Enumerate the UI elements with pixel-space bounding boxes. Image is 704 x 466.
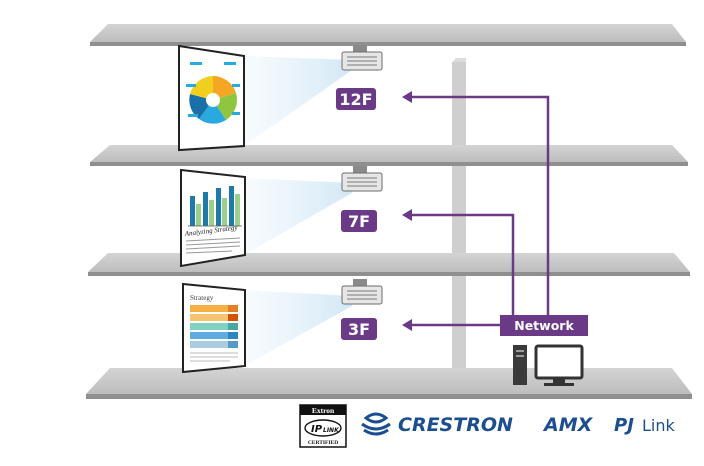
arrowheads [402, 91, 412, 331]
projection-screen: Analyzing Strategy [180, 168, 246, 268]
network-lines [408, 95, 550, 327]
floor-3f: Strategy 3F [182, 279, 383, 374]
floor-badge-3f: 3F [341, 318, 377, 340]
pjlink-link-label: Link [642, 416, 676, 435]
divider-wall [452, 58, 466, 392]
extron-certified-label: CERTIFIED [308, 440, 338, 446]
floor-label-12f: 12F [339, 90, 372, 109]
floor-label-7f: 7F [348, 212, 370, 231]
extron-link-label: LINK [323, 427, 340, 434]
floor-badge-12f: 12F [336, 88, 376, 110]
pjlink-pj-label: PJ [614, 415, 634, 436]
stacked-infographic [190, 305, 238, 362]
arrow-icon [402, 209, 412, 221]
extron-iplink-logo: Extron IP LINK CERTIFIED [299, 404, 347, 448]
projection-screen [178, 44, 245, 152]
extron-label: Extron [312, 406, 335, 415]
network-badge: Network [500, 315, 588, 336]
projection-screen: Strategy [182, 282, 246, 374]
floor-badge-7f: 7F [341, 210, 377, 232]
network-line-7f [408, 213, 515, 315]
crestron-logo: CRESTRON [361, 412, 513, 436]
projection-beam [244, 178, 352, 255]
projector-icon [341, 45, 383, 71]
network-line-12f [408, 95, 550, 315]
floor-label-3f: 3F [348, 320, 370, 339]
shelf-top [90, 24, 686, 46]
amx-label: AMX [542, 414, 594, 436]
projection-beam [244, 56, 352, 146]
projector-icon [341, 279, 383, 305]
shelf-3 [88, 253, 690, 276]
floor-12f: 12F [178, 44, 383, 152]
shelf-bottom [86, 368, 692, 399]
pjlink-logo: PJ Link [614, 415, 676, 436]
extron-ip-label: IP [311, 424, 323, 435]
projection-beam [244, 290, 352, 366]
crestron-swirl-icon [361, 412, 391, 436]
projector-icon [341, 166, 383, 192]
network-label: Network [514, 318, 574, 333]
floor-7f: Analyzing Strategy 7F [180, 166, 383, 268]
amx-logo: AMX [542, 414, 594, 436]
arrow-icon [402, 91, 412, 103]
crestron-label: CRESTRON [398, 414, 513, 436]
computer-icon [513, 344, 584, 386]
shelf-2 [90, 145, 688, 166]
pie-infographic [186, 62, 240, 124]
screen-title-3f: Strategy [190, 294, 214, 302]
arrow-icon [402, 319, 412, 331]
